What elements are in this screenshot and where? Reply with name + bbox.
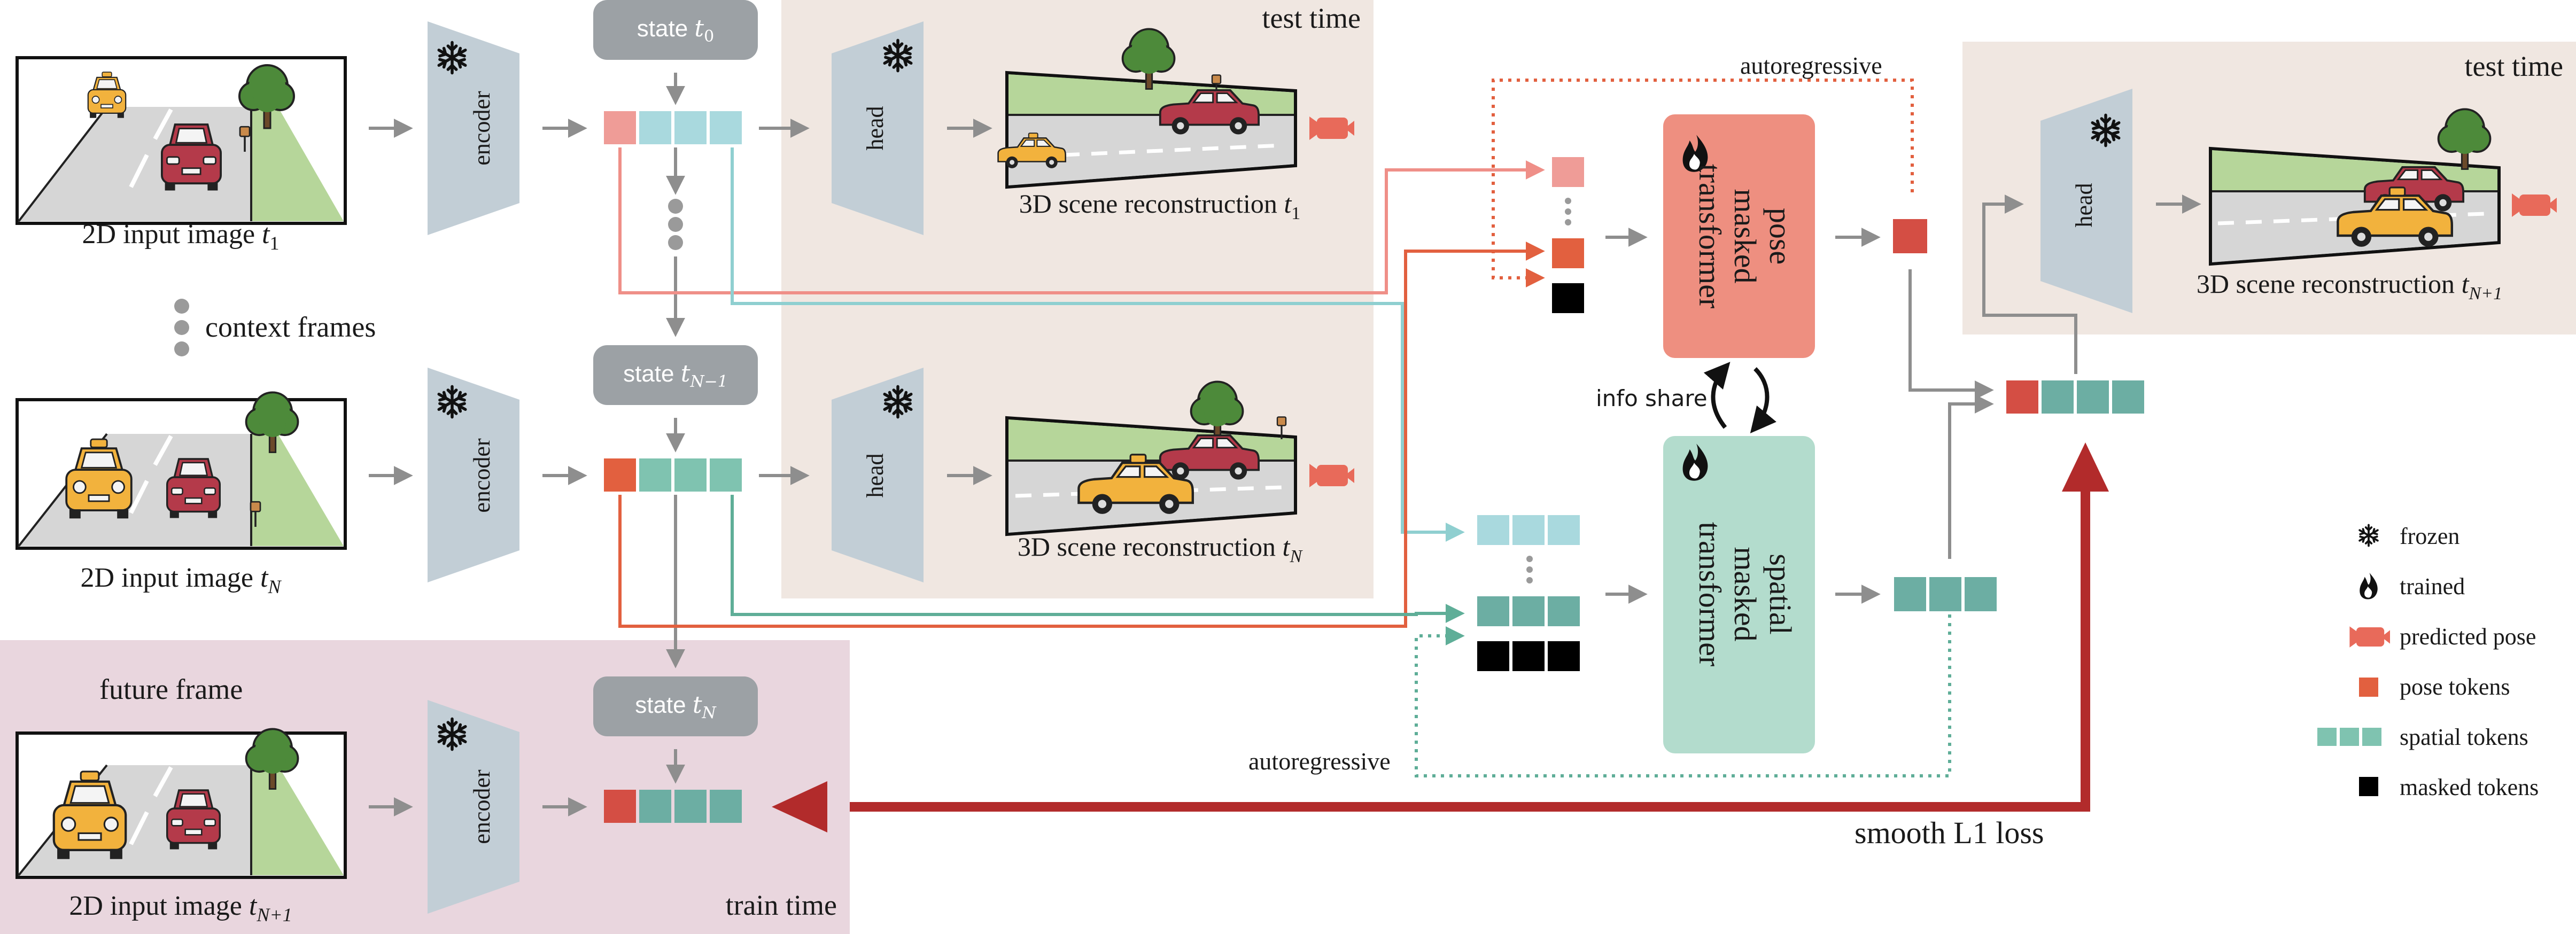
info-share-arrows — [1703, 362, 1776, 434]
reconstruction-tN-caption: 3D scene reconstruction tN — [1018, 532, 1303, 566]
legend-label-masked-tokens: masked tokens — [2400, 774, 2539, 800]
context-frames-label: context frames — [205, 311, 376, 343]
svg-text:transformer: transformer — [1693, 164, 1727, 309]
tokens-t1 — [604, 111, 742, 144]
route-spatial-to-combined — [1948, 394, 1994, 559]
pose-output-token — [1893, 219, 1927, 253]
loss-arrow — [772, 442, 2109, 832]
combined-prediction-tokens — [2006, 380, 2144, 414]
legend-label-frozen: frozen — [2400, 523, 2459, 549]
train-time-label: train time — [726, 889, 837, 921]
encoder-N1: encoder — [428, 700, 519, 914]
svg-text:encoder: encoder — [469, 91, 495, 166]
legend-label-predicted-pose: predicted pose — [2400, 624, 2536, 650]
route-spatial-tN — [731, 495, 1465, 623]
reconstruction-t1-caption: 3D scene reconstruction t1 — [1019, 189, 1301, 223]
legend-label-trained: trained — [2400, 573, 2465, 600]
input-image-tN1-caption: 2D input image tN+1 — [69, 891, 292, 925]
pose-masked-transformer: pose masked transformer — [1663, 114, 1815, 358]
svg-text:head: head — [2071, 183, 2097, 227]
svg-text:head: head — [862, 106, 888, 150]
svg-text:spatial: spatial — [1763, 554, 1798, 634]
loss-label: smooth L1 loss — [1855, 815, 2044, 850]
flame-icon — [2360, 573, 2378, 600]
tokens-tN1 — [604, 790, 742, 823]
input-image-t1-caption: 2D input image t1 — [82, 219, 280, 254]
encoder-1: encoder — [428, 21, 519, 235]
reconstruction-tN1 — [2209, 108, 2557, 266]
svg-text:state tN: state tN — [635, 691, 717, 722]
autoregressive-label-top: autoregressive — [1740, 52, 1882, 79]
reconstruction-t1 — [997, 28, 1354, 189]
spatial-input-stack — [1477, 515, 1580, 671]
reconstruction-tN1-caption: 3D scene reconstruction tN+1 — [2197, 269, 2502, 303]
state-tN: state tN — [593, 676, 758, 736]
info-share-label: info share — [1596, 385, 1708, 411]
svg-text:pose: pose — [1763, 208, 1798, 264]
masked-token-icon — [2359, 777, 2378, 796]
pose-token-icon — [2359, 678, 2378, 697]
test-time-label-1: test time — [1262, 2, 1361, 34]
state-t0: state t0 — [593, 0, 758, 60]
legend-label-spatial-tokens: spatial tokens — [2400, 724, 2528, 750]
route-pose-tN — [618, 242, 1545, 628]
head-N1: head — [2040, 89, 2132, 313]
spatial-masked-transformer: spatial masked transformer — [1663, 436, 1815, 753]
head-1: head — [832, 21, 924, 235]
test-time-label-2: test time — [2465, 50, 2563, 82]
camera-icon — [2349, 626, 2390, 648]
pose-input-stack — [1552, 157, 1584, 313]
svg-text:encoder: encoder — [469, 438, 495, 513]
input-image-tN1 — [15, 728, 347, 879]
input-image-t1 — [15, 56, 347, 225]
spatial-output-tokens — [1894, 577, 1997, 611]
svg-text:masked: masked — [1728, 547, 1763, 641]
spatial-tokens-icon — [2317, 728, 2381, 746]
encoder-N: encoder — [428, 368, 519, 582]
svg-text:masked: masked — [1728, 189, 1763, 283]
snowflake-icon — [2358, 524, 2379, 547]
route-spatial-t1 — [731, 147, 1465, 542]
route-pose-t1 — [618, 147, 1545, 294]
svg-text:state t0: state t0 — [637, 15, 714, 46]
autoregressive-loop-bottom — [1415, 597, 1951, 777]
legend-label-pose-tokens: pose tokens — [2400, 674, 2510, 700]
svg-text:encoder: encoder — [469, 769, 495, 844]
tokens-tN — [604, 458, 742, 492]
input-image-tN-caption: 2D input image tN — [81, 563, 282, 597]
route-pose-to-combined — [1908, 269, 1994, 400]
svg-text:state tN−1: state tN−1 — [623, 360, 728, 391]
svg-text:transformer: transformer — [1693, 522, 1727, 667]
context-frames-dots — [174, 299, 189, 356]
autoregressive-loop-top — [1492, 79, 1914, 287]
reconstruction-tN — [1005, 380, 1354, 536]
autoregressive-label-bottom: autoregressive — [1248, 748, 1391, 775]
future-frame-label: future frame — [99, 673, 243, 705]
state-tN-1: state tN−1 — [593, 345, 758, 405]
route-combined-to-head — [1982, 194, 2077, 374]
input-image-tN — [15, 391, 347, 550]
head-N: head — [832, 368, 924, 582]
svg-text:head: head — [862, 453, 888, 497]
state-flow-dots — [668, 199, 683, 250]
legend: frozen trained predicted pose pose token… — [2317, 523, 2539, 800]
